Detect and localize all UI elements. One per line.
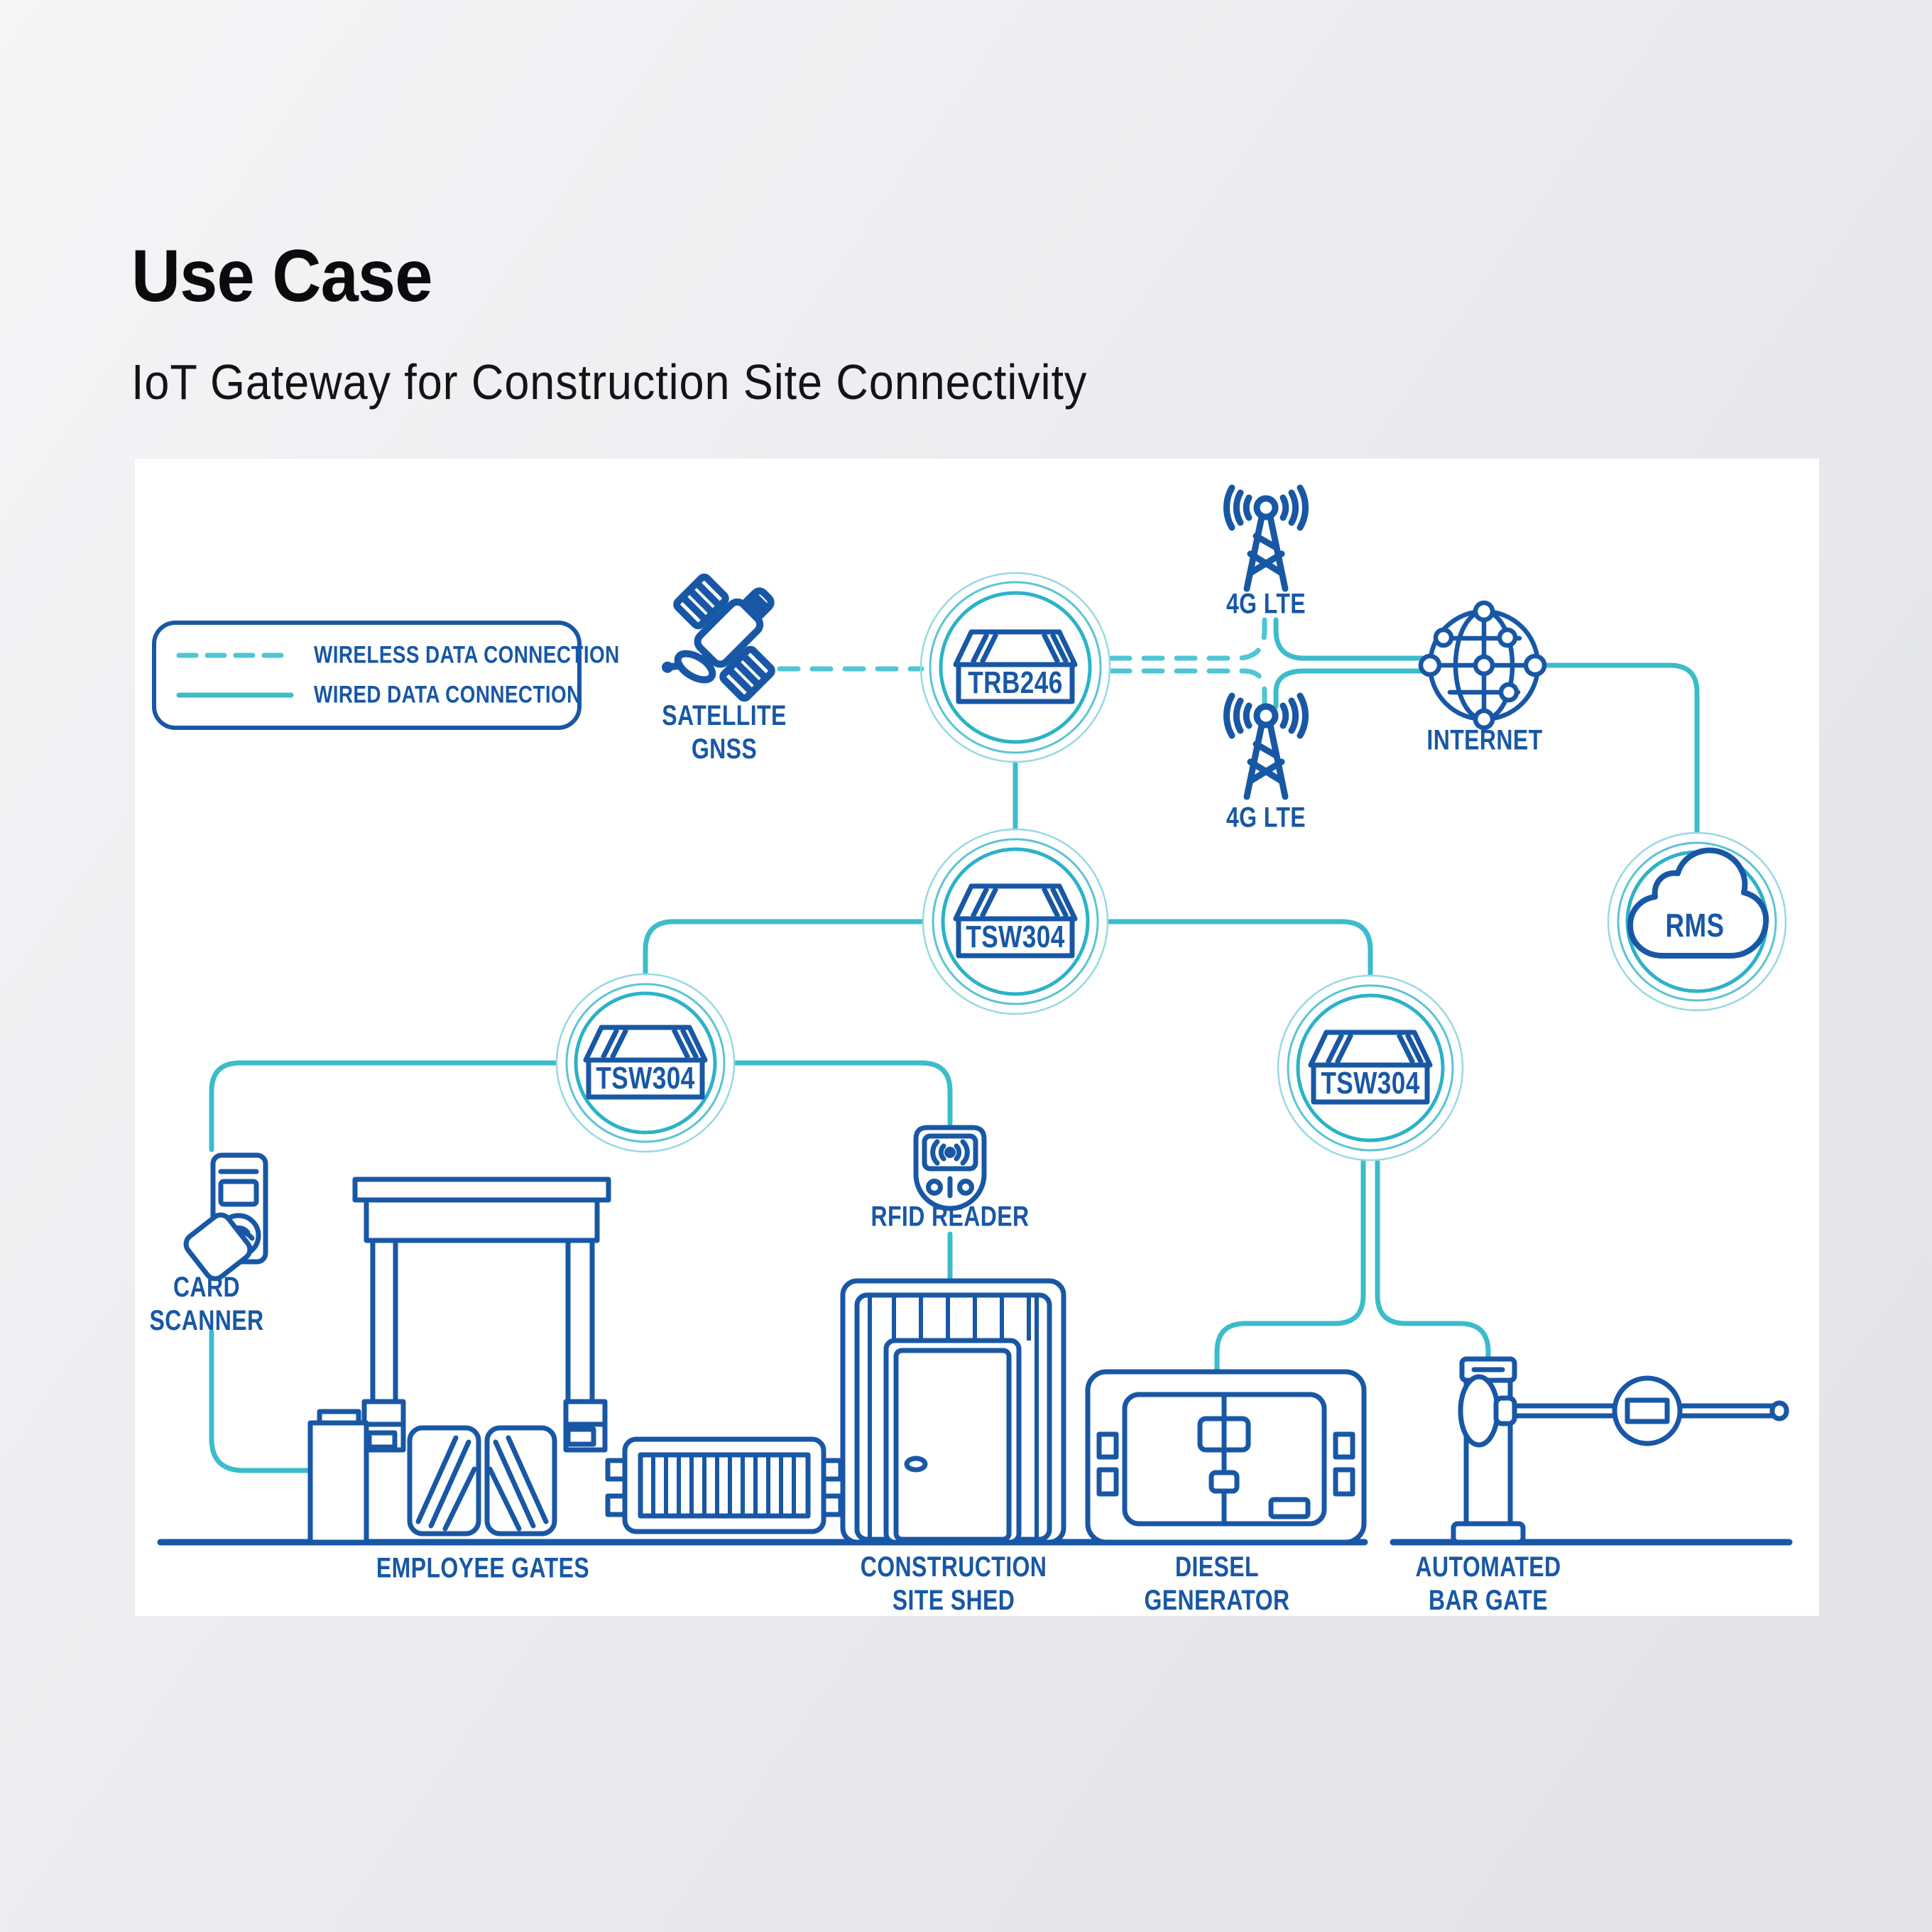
switch-right-node-ring (1277, 974, 1464, 1162)
legend-wireless-label: WIRELESS DATA CONNECTION (314, 641, 620, 669)
employee-gates-illustration (307, 1177, 611, 1545)
container-fence-illustration (605, 1436, 844, 1534)
lte-top-label: 4G LTE (1226, 588, 1306, 620)
switch-main-node-ring (922, 828, 1109, 1015)
switch-right-node-label: TSW304 (1321, 1066, 1420, 1101)
card-scanner-icon (183, 1152, 268, 1282)
cloud-icon (1627, 847, 1769, 959)
page-subtitle: IoT Gateway for Construction Site Connec… (131, 354, 1088, 410)
cell-tower-icon (1226, 488, 1305, 589)
gateway-node-ring (919, 572, 1111, 763)
rfid-label: RFID READER (871, 1201, 1030, 1233)
card-scanner-label: CARD SCANNER (149, 1271, 264, 1336)
legend-wired-label: WIRED DATA CONNECTION (314, 681, 582, 709)
switch-main-node-label: TSW304 (966, 919, 1065, 954)
switch-left-node-ring (555, 973, 736, 1153)
employee-gates-label: EMPLOYEE GATES (376, 1552, 590, 1584)
legend-box (152, 621, 582, 730)
generator-label: DIESEL GENERATOR (1144, 1551, 1290, 1616)
shed-label: CONSTRUCTION SITE SHED (860, 1551, 1047, 1616)
bar-gate-label: AUTOMATED BAR GATE (1415, 1551, 1561, 1616)
node-rings (555, 572, 1787, 1162)
lte-bottom-label: 4G LTE (1226, 802, 1306, 834)
switch-left-node-label: TSW304 (596, 1061, 695, 1096)
wired-connection-lines (209, 617, 1700, 1473)
wireless-connection-lines (777, 617, 1267, 709)
internet-label: INTERNET (1426, 724, 1543, 756)
rfid-reader-icon (913, 1125, 987, 1211)
generator-illustration (1085, 1369, 1367, 1545)
bar-gate-illustration (1451, 1356, 1789, 1545)
satellite-icon (662, 573, 775, 702)
cell-tower-icon (1226, 696, 1305, 797)
rms-node-label: RMS (1665, 907, 1725, 944)
gateway-node-label: TRB246 (968, 665, 1063, 700)
satellite-label: SATELLITE GNSS (662, 699, 787, 765)
diagram-panel: WIRELESS DATA CONNECTION WIRED DATA CONN… (135, 459, 1819, 1616)
shed-illustration (840, 1278, 1066, 1545)
internet-globe-icon (1418, 600, 1547, 731)
page-title: Use Case (131, 235, 432, 317)
diagram-canvas (152, 459, 1793, 1546)
